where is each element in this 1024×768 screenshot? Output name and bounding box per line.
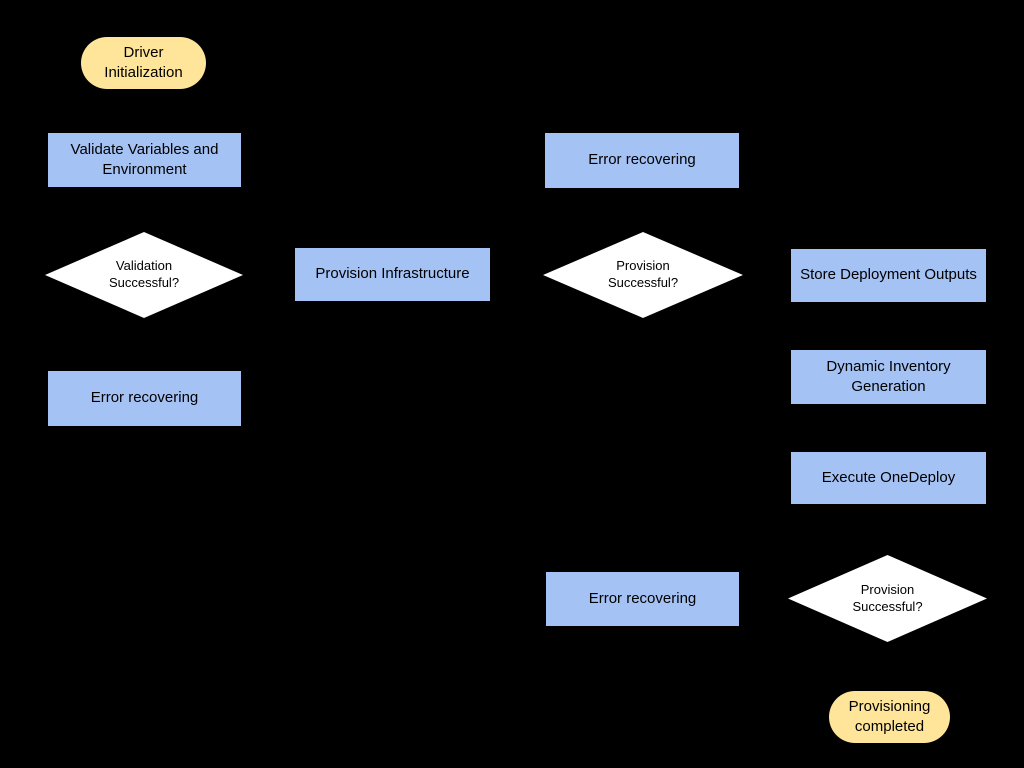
node-label: Validation Successful? xyxy=(108,258,180,290)
node-label: Error recovering xyxy=(588,151,696,169)
node-label: Execute OneDeploy xyxy=(821,468,956,486)
node-validation-successful: Validation Successful? xyxy=(45,232,243,318)
node-label: Provision Successful? xyxy=(607,258,679,290)
node-error-recovering-provision: Error recovering xyxy=(545,133,739,188)
node-dynamic-inventory-generation: Dynamic Inventory Generation xyxy=(791,350,986,404)
node-store-deployment-outputs: Store Deployment Outputs xyxy=(791,249,986,302)
node-label: Validate Variables and Environment xyxy=(70,140,219,178)
node-execute-onedeploy: Execute OneDeploy xyxy=(791,452,986,504)
node-validate-variables: Validate Variables and Environment xyxy=(48,133,241,187)
node-driver-initialization: Driver Initialization xyxy=(81,37,206,89)
node-provision-infrastructure: Provision Infrastructure xyxy=(295,248,490,301)
node-label: Provision Successful? xyxy=(852,581,923,614)
node-provisioning-completed: Provisioning completed xyxy=(829,691,950,743)
node-label: Error recovering xyxy=(588,589,697,607)
node-provision-successful-bottom: Provision Successful? xyxy=(788,555,987,642)
node-label: Driver Initialization xyxy=(104,43,183,81)
node-provision-successful-mid: Provision Successful? xyxy=(543,232,743,318)
node-error-recovering-validation: Error recovering xyxy=(48,371,241,426)
node-label: Store Deployment Outputs xyxy=(800,266,977,284)
node-label: Provision Infrastructure xyxy=(315,265,470,283)
node-label: Dynamic Inventory Generation xyxy=(826,357,951,395)
node-label: Provisioning completed xyxy=(848,697,931,735)
node-label: Error recovering xyxy=(90,389,199,407)
node-error-recovering-deploy: Error recovering xyxy=(546,572,739,626)
